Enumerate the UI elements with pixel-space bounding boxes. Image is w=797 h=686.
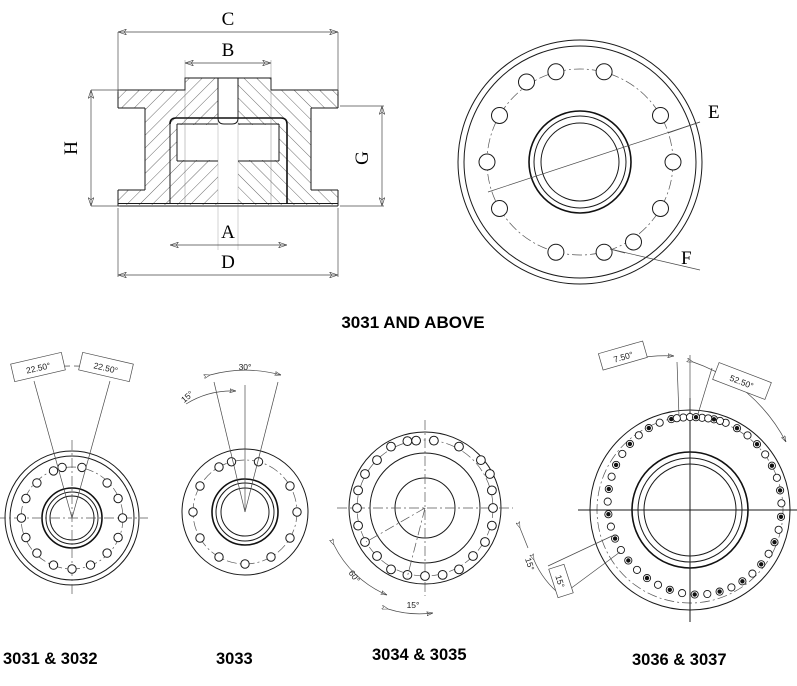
- variant-3036-3037: 7.50° 52.50° 15° 3036 & 3037: [534, 340, 797, 669]
- v2-angle-label-1: 30°: [239, 362, 252, 372]
- caption-3034-3035: 3034 & 3035: [372, 646, 467, 664]
- caption-3036-3037: 3036 & 3037: [632, 651, 727, 669]
- v4-bolt-hole-marks: [606, 415, 784, 597]
- dimension-D: D: [117, 208, 339, 277]
- dimension-label-D: D: [221, 252, 235, 273]
- variant-3034-3035: 60° 15° 15° 3034 & 3035: [334, 420, 537, 664]
- v1-bolt-hole-group: [16, 462, 128, 574]
- section-hatching-left: [118, 78, 218, 205]
- flange-cross-section: C B H G A D: [61, 9, 384, 277]
- dimension-label-G: G: [352, 151, 373, 165]
- section-outline: [117, 60, 339, 250]
- v1-angle-dimensions: 22.50° 22.50°: [10, 351, 134, 519]
- leader-label-F: F: [681, 248, 692, 269]
- face-hub-inner: [533, 115, 627, 209]
- leader-label-E: E: [708, 102, 720, 123]
- dimension-G: G: [340, 105, 384, 207]
- face-hub-outer: [528, 110, 632, 214]
- variant-3033: 30° 15° 3033: [179, 362, 309, 668]
- v3-bolt-hole-group: [352, 435, 498, 581]
- variant-3031-3032: 22.50° 22.50° 3031 & 3032: [0, 351, 148, 668]
- section-hatching-right: [238, 78, 338, 205]
- dimension-C: C: [117, 9, 339, 92]
- dimension-label-B: B: [222, 40, 235, 61]
- face-outer-rim: [457, 39, 703, 285]
- v4-angle-label-3: 15°: [553, 574, 566, 589]
- face-bore: [540, 122, 620, 202]
- v4-angle-dimensions: 7.50° 52.50° 15°: [534, 340, 786, 599]
- dimension-label-C: C: [222, 9, 235, 30]
- dimension-A: A: [170, 222, 287, 245]
- caption-3033: 3033: [216, 650, 253, 668]
- v2-angle-dimensions: 30° 15°: [179, 362, 281, 513]
- dimension-label-H: H: [61, 141, 82, 155]
- caption-3031-3032: 3031 & 3032: [3, 650, 98, 668]
- v3-angle-label-2: 15°: [407, 600, 420, 610]
- dimension-H: H: [61, 89, 120, 207]
- bolt-hole-group: [478, 63, 682, 261]
- leader-F: F: [609, 248, 701, 271]
- flange-face-view: E F: [457, 39, 720, 285]
- dimension-B: B: [185, 40, 271, 63]
- leader-E: E: [487, 102, 720, 193]
- page-title: 3031 AND ABOVE: [341, 313, 484, 332]
- face-outer-edge: [463, 45, 697, 279]
- dimension-label-A: A: [221, 222, 235, 243]
